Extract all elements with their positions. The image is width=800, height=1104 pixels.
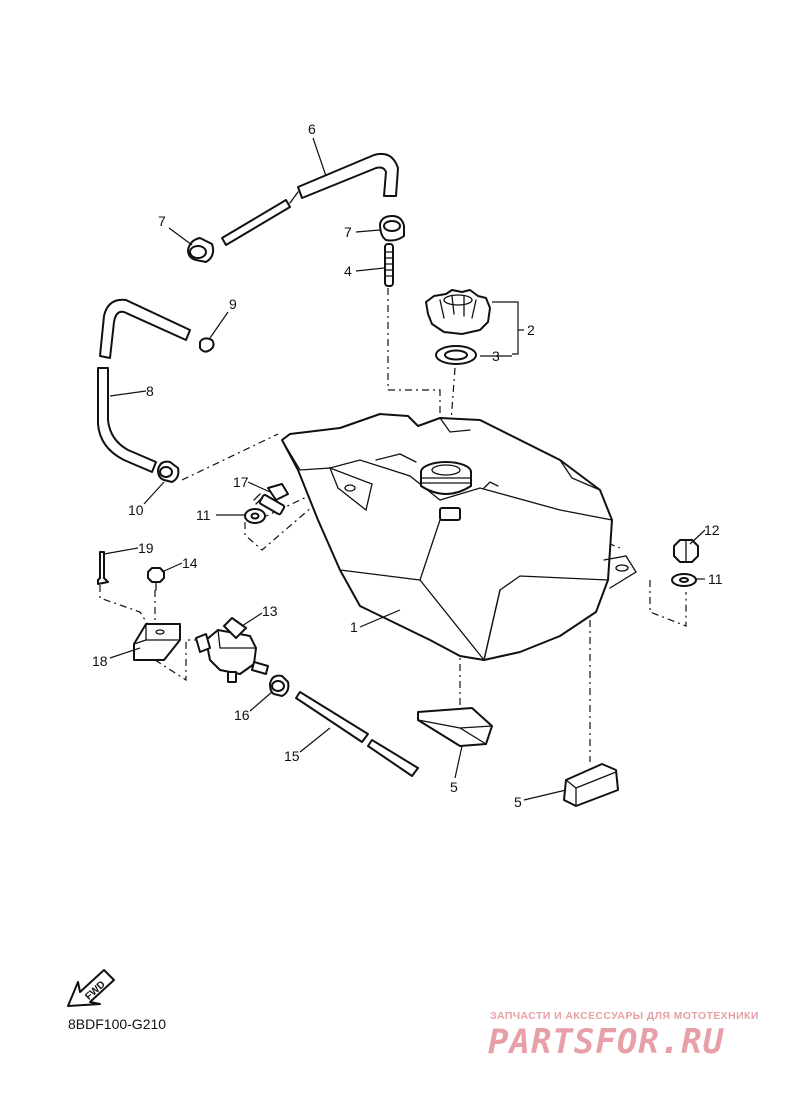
callout-13: 13 (262, 603, 278, 619)
fuel-hose-15[interactable] (295, 691, 419, 777)
callout-5-left: 5 (450, 779, 458, 795)
callout-9: 9 (229, 296, 237, 312)
callout-4: 4 (344, 263, 352, 279)
callout-18: 18 (92, 653, 108, 669)
callout-7-right: 7 (344, 224, 352, 240)
callout-19: 19 (138, 540, 154, 556)
hose-8[interactable] (97, 298, 191, 473)
nut-12[interactable] (673, 539, 699, 563)
washer-11-right[interactable] (671, 573, 697, 587)
callout-17: 17 (233, 474, 249, 490)
callout-16: 16 (234, 707, 250, 723)
screw-14[interactable] (147, 567, 165, 591)
callout-5-right: 5 (514, 794, 522, 810)
callout-7-left: 7 (158, 213, 166, 229)
cap-gasket-3[interactable] (435, 345, 477, 365)
callout-numbers: 6 7 7 4 2 3 9 8 10 17 11 12 11 19 14 13 … (92, 121, 723, 810)
hose-6[interactable] (221, 152, 399, 246)
callout-11-right: 11 (708, 571, 723, 587)
hose-clamp-7-left[interactable] (187, 237, 215, 263)
fwd-arrow-icon: FWD (67, 969, 115, 1007)
callout-14: 14 (182, 555, 198, 571)
fuel-cap-2[interactable] (425, 289, 491, 335)
bracket-18[interactable] (133, 623, 181, 661)
vent-pipe-4[interactable] (384, 243, 394, 287)
callout-12: 12 (704, 522, 720, 538)
callout-3: 3 (492, 348, 500, 364)
pin-19[interactable] (97, 551, 109, 585)
fuel-tank-1[interactable] (281, 413, 637, 661)
callout-11-left: 11 (196, 507, 211, 523)
diagram-code: 8BDF100-G210 (68, 1016, 167, 1032)
damper-pad-5-left[interactable] (417, 707, 493, 747)
hose-clamp-16[interactable] (269, 674, 290, 697)
hose-clamp-7-right[interactable] (379, 215, 405, 242)
fuel-cock-13[interactable] (195, 617, 269, 683)
clip-9[interactable] (199, 337, 215, 353)
callout-10: 10 (128, 502, 144, 518)
watermark-brand: PARTSFOR.RU (488, 1022, 725, 1062)
washer-11-left[interactable] (244, 508, 266, 524)
callout-8: 8 (146, 383, 154, 399)
callout-6: 6 (308, 121, 316, 137)
callout-2: 2 (527, 322, 535, 338)
watermark-tagline: ЗАПЧАСТИ И АКСЕССУАРЫ ДЛЯ МОТОТЕХНИКИ (490, 1010, 759, 1022)
leader-lines (103, 137, 706, 801)
damper-pad-5-right[interactable] (563, 763, 619, 807)
callout-1: 1 (350, 619, 358, 635)
hose-clamp-10[interactable] (157, 460, 180, 483)
bolt-17[interactable] (253, 483, 289, 516)
callout-15: 15 (284, 748, 300, 764)
